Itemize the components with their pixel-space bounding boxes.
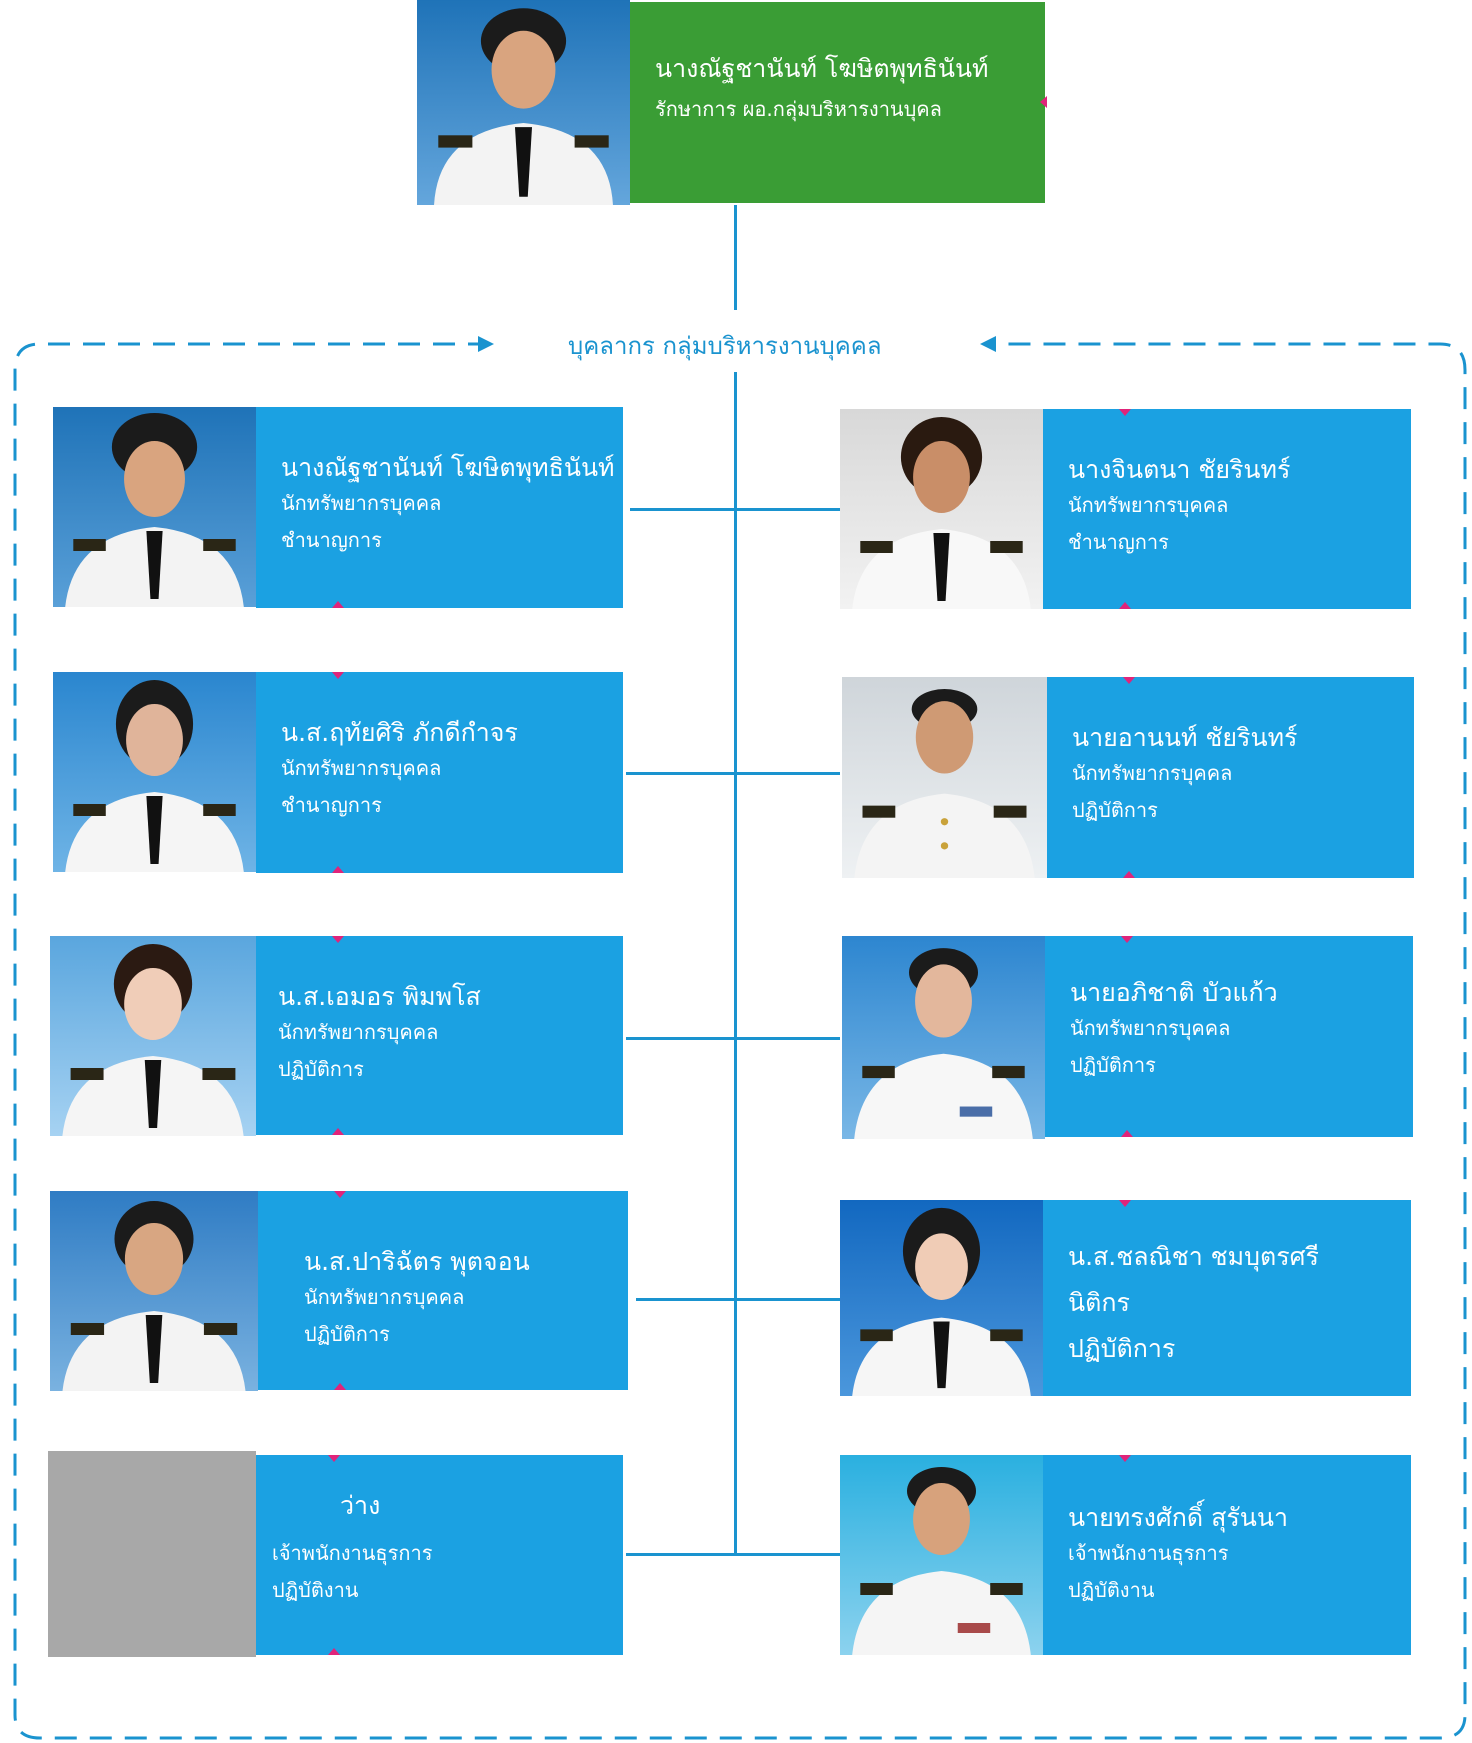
staff-level: ปฏิบัติการ — [1072, 798, 1158, 822]
card-notch — [332, 672, 344, 679]
card-notch — [1119, 1455, 1131, 1462]
row-connector-5 — [626, 1553, 840, 1556]
staff-position: นักทรัพยากรบุคคล — [281, 491, 442, 515]
head-card: นางณัฐชานันท์ โฆษิตพุทธินันท์ รักษาการ ผ… — [630, 2, 1045, 203]
staff-card-left-3: น.ส.เอมอร พิมพโส นักทรัพยากรบุคคล ปฏิบัต… — [256, 936, 623, 1135]
card-notch — [332, 1128, 344, 1135]
card-notch — [1119, 409, 1131, 416]
staff-level: ปฏิบัติงาน — [1068, 1578, 1155, 1602]
staff-card-left-4: น.ส.ปาริฉัตร พุตจอน นักทรัพยากรบุคคล ปฏิ… — [258, 1191, 628, 1390]
vacant-photo-placeholder — [48, 1451, 256, 1657]
staff-card-right-2: นายอานนท์ ชัยรินทร์ นักทรัพยากรบุคคล ปฏิ… — [1047, 677, 1414, 878]
staff-level: ชำนาญการ — [281, 793, 382, 817]
staff-photo — [842, 677, 1047, 878]
row-connector-2 — [626, 772, 840, 775]
staff-name: ว่าง — [340, 1491, 381, 1520]
row-connector-3 — [626, 1037, 840, 1040]
staff-name: น.ส.ชลณิชา ชมบุตรศรี — [1068, 1242, 1319, 1271]
staff-name: นางณัฐชานันท์ โฆษิตพุทธินันท์ — [281, 453, 615, 482]
staff-position: นักทรัพยากรบุคคล — [304, 1285, 465, 1309]
staff-level: ชำนาญการ — [281, 528, 382, 552]
head-photo — [417, 0, 630, 205]
staff-level: ปฏิบัติงาน — [272, 1578, 359, 1602]
staff-card-right-5: นายทรงศักดิ์ สุรันนา เจ้าพนักงานธุรการ ป… — [1043, 1455, 1411, 1655]
head-name: นางณัฐชานันท์ โฆษิตพุทธินันท์ — [655, 54, 989, 83]
staff-card-right-1: นางจินตนา ชัยรินทร์ นักทรัพยากรบุคคล ชำน… — [1043, 409, 1411, 609]
staff-card-left-5: ว่าง เจ้าพนักงานธุรการ ปฏิบัติงาน — [256, 1455, 623, 1655]
staff-name: นายอภิชาติ บัวแก้ว — [1070, 978, 1278, 1007]
staff-name: น.ส.ปาริฉัตร พุตจอน — [304, 1247, 530, 1276]
staff-level: ปฏิบัติการ — [1068, 1334, 1176, 1363]
staff-position: นักทรัพยากรบุคคล — [1072, 761, 1233, 785]
staff-photo — [53, 407, 256, 607]
staff-position: นักทรัพยากรบุคคล — [281, 756, 442, 780]
card-notch — [334, 1383, 346, 1390]
row-connector-1 — [630, 508, 840, 511]
staff-photo — [50, 936, 256, 1136]
card-notch — [1119, 602, 1131, 609]
staff-photo — [840, 409, 1043, 609]
card-notch — [328, 1455, 340, 1462]
staff-name: นายอานนท์ ชัยรินทร์ — [1072, 723, 1298, 752]
staff-name: น.ส.ฤทัยศิริ ภักดีกำจร — [281, 718, 518, 747]
staff-name: นายทรงศักดิ์ สุรันนา — [1068, 1503, 1288, 1532]
card-notch — [334, 1191, 346, 1198]
staff-name: น.ส.เอมอร พิมพโส — [278, 982, 481, 1011]
card-notch — [1119, 1200, 1131, 1207]
staff-level: ปฏิบัติการ — [304, 1322, 390, 1346]
staff-photo — [840, 1455, 1043, 1655]
staff-position: นิติกร — [1068, 1288, 1130, 1317]
main-trunk — [734, 372, 737, 1555]
staff-position: นักทรัพยากรบุคคล — [1070, 1016, 1231, 1040]
staff-position: นักทรัพยากรบุคคล — [1068, 493, 1229, 517]
row-connector-4 — [636, 1298, 840, 1301]
card-notch — [1123, 871, 1135, 878]
card-notch — [1123, 677, 1135, 684]
staff-position: เจ้าพนักงานธุรการ — [1068, 1541, 1229, 1565]
card-notch — [1121, 1130, 1133, 1137]
staff-name: นางจินตนา ชัยรินทร์ — [1068, 455, 1291, 484]
staff-photo — [842, 936, 1045, 1139]
card-notch — [328, 1648, 340, 1655]
staff-photo — [50, 1191, 258, 1391]
card-notch — [1121, 936, 1133, 943]
head-notch — [1040, 96, 1047, 108]
staff-level: ปฏิบัติการ — [278, 1057, 364, 1081]
staff-card-right-3: นายอภิชาติ บัวแก้ว นักทรัพยากรบุคคล ปฏิบ… — [1045, 936, 1413, 1137]
staff-level: ชำนาญการ — [1068, 530, 1169, 554]
staff-card-left-1: นางณัฐชานันท์ โฆษิตพุทธินันท์ นักทรัพยาก… — [256, 407, 623, 608]
staff-level: ปฏิบัติการ — [1070, 1053, 1156, 1077]
arrow-left-icon — [980, 336, 996, 352]
group-label: บุคลากร กลุ่มบริหารงานบุคคล — [568, 332, 882, 360]
card-notch — [332, 601, 344, 608]
staff-position: เจ้าพนักงานธุรการ — [272, 1541, 433, 1565]
staff-card-right-4: น.ส.ชลณิชา ชมบุตรศรี นิติกร ปฏิบัติการ — [1043, 1200, 1411, 1396]
head-position: รักษาการ ผอ.กลุ่มบริหารงานบุคล — [655, 97, 942, 121]
staff-position: นักทรัพยากรบุคคล — [278, 1020, 439, 1044]
staff-card-left-2: น.ส.ฤทัยศิริ ภักดีกำจร นักทรัพยากรบุคคล … — [256, 672, 623, 873]
head-connector — [734, 205, 737, 310]
card-notch — [332, 866, 344, 873]
arrow-right-icon — [478, 336, 494, 352]
staff-photo — [53, 672, 256, 872]
staff-photo — [840, 1200, 1043, 1396]
card-notch — [332, 936, 344, 943]
